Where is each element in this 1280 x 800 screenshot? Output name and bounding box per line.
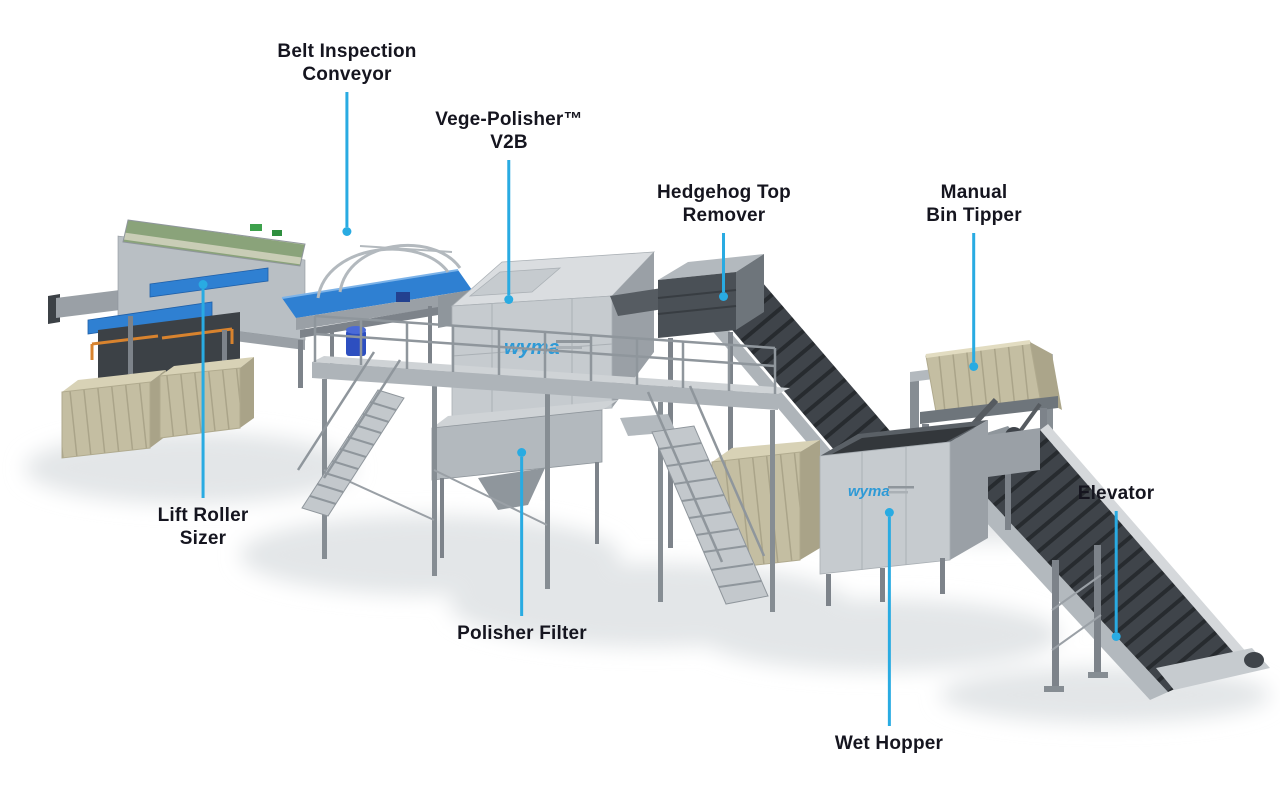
leader-dot-belt-inspection-conveyor <box>342 227 352 237</box>
callout-lift-roller-sizer: Lift Roller Sizer <box>158 280 249 550</box>
leader-dot-polisher-filter <box>517 448 527 457</box>
callout-wet-hopper: Wet Hopper <box>835 508 943 755</box>
label-lift-roller-sizer: Lift Roller Sizer <box>157 505 249 550</box>
label-belt-inspection-conveyor: Belt Inspection Conveyor <box>277 41 417 86</box>
wyma-logo-wet-hopper: wyma <box>848 483 890 500</box>
label-hedgehog-top-remover: Hedgehog Top Remover <box>657 182 791 227</box>
callout-vege-polisher-v2b: Vege-Polisher™ V2B <box>435 108 583 305</box>
label-vege-polisher-v2b: Vege-Polisher™ V2B <box>435 109 583 154</box>
leader-line-hedgehog-top-remover <box>722 233 726 293</box>
callout-hedgehog-top-remover: Hedgehog Top Remover <box>657 181 791 302</box>
leader-line-polisher-filter <box>520 457 524 616</box>
leader-dot-elevator <box>1111 632 1121 642</box>
leader-line-wet-hopper <box>887 517 891 726</box>
callout-manual-bin-tipper: Manual Bin Tipper <box>926 181 1022 372</box>
leader-dot-lift-roller-sizer <box>198 280 208 289</box>
label-elevator: Elevator <box>1077 483 1155 504</box>
belt-inspection-conveyor-machine <box>281 244 472 368</box>
leader-line-vege-polisher-v2b <box>507 160 511 296</box>
callout-belt-inspection-conveyor: Belt Inspection Conveyor <box>277 40 417 237</box>
platform-walkway <box>296 314 790 612</box>
label-polisher-filter: Polisher Filter <box>457 623 587 644</box>
leader-line-manual-bin-tipper <box>972 233 976 363</box>
leader-line-elevator <box>1114 511 1118 633</box>
callout-elevator: Elevator <box>1077 482 1155 642</box>
leader-dot-manual-bin-tipper <box>969 362 979 372</box>
leader-dot-wet-hopper <box>884 508 894 517</box>
leader-dot-hedgehog-top-remover <box>719 292 729 302</box>
leader-dot-vege-polisher-v2b <box>504 295 514 305</box>
lift-roller-sizer-machine <box>48 219 306 459</box>
elevator-machine <box>938 424 1270 700</box>
leader-line-belt-inspection-conveyor <box>345 92 349 228</box>
leader-line-lift-roller-sizer <box>201 289 205 498</box>
wet-hopper-machine: wyma <box>819 420 1040 606</box>
callout-polisher-filter: Polisher Filter <box>457 448 587 645</box>
label-manual-bin-tipper: Manual Bin Tipper <box>926 182 1022 227</box>
label-wet-hopper: Wet Hopper <box>834 733 944 754</box>
